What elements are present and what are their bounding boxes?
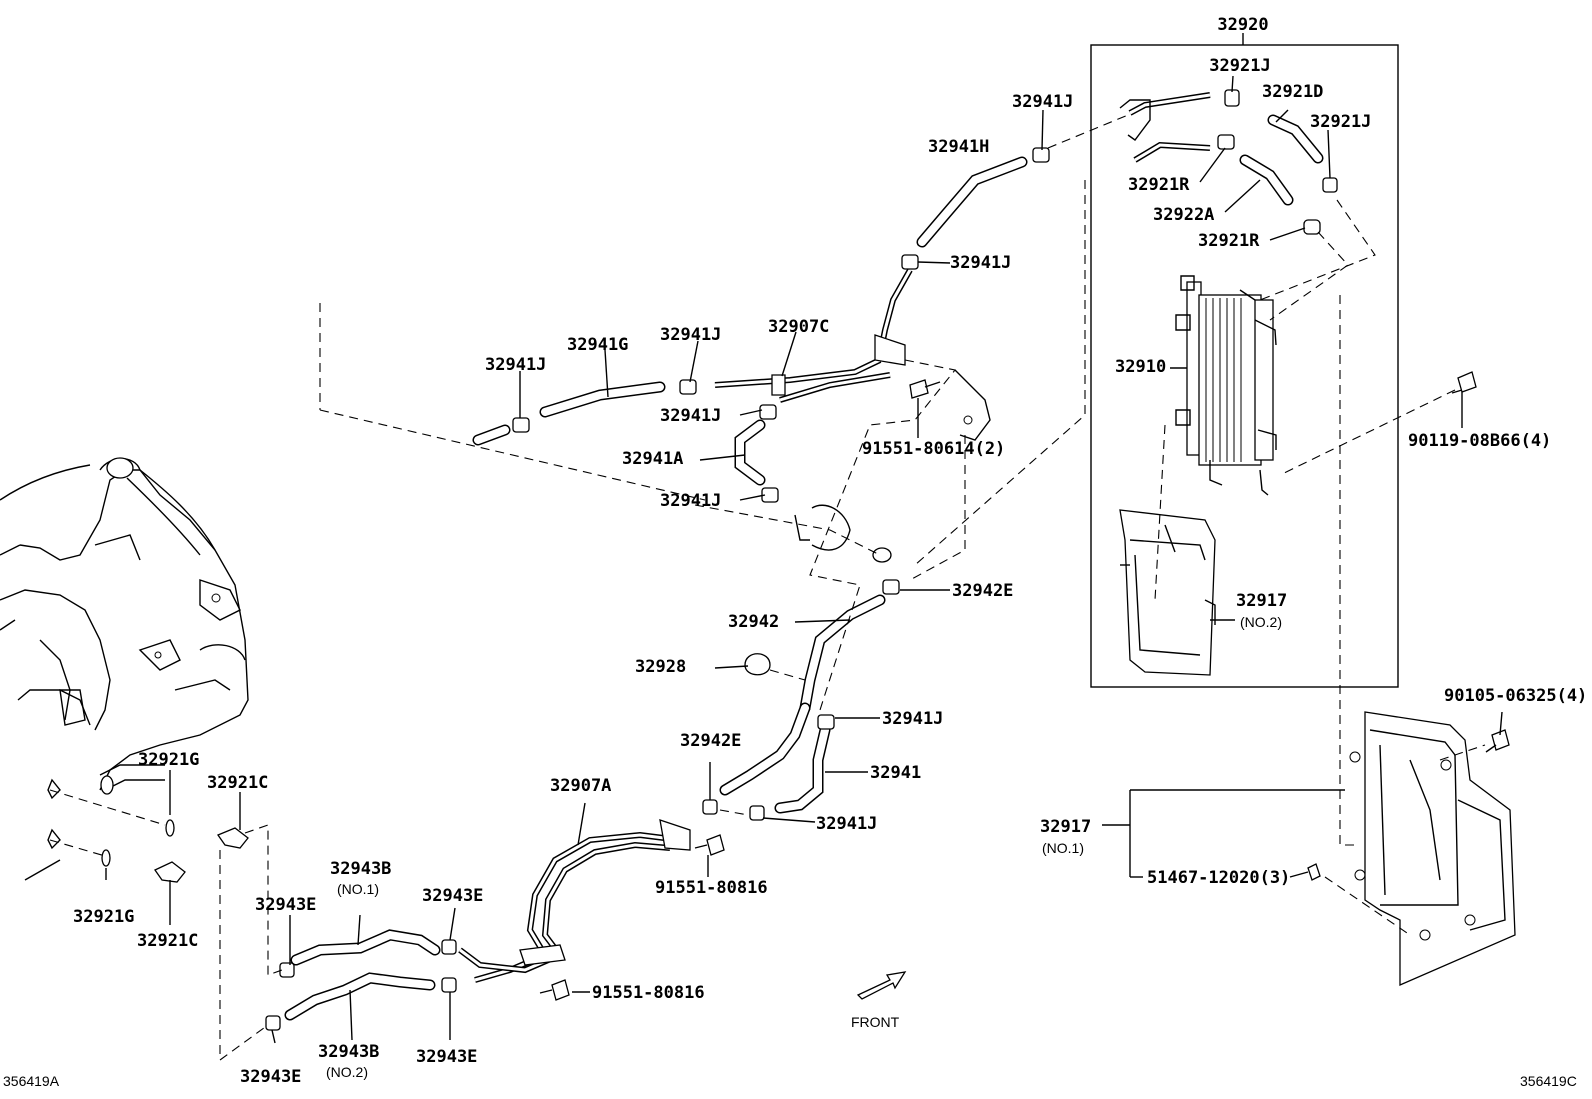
label-32928: 32928 <box>635 657 686 677</box>
label-91551-80816-b: 91551-80816 <box>592 983 705 1003</box>
ref-code-left: 356419A <box>3 1073 60 1089</box>
label-32907A: 32907A <box>550 776 611 796</box>
ref-code-right: 356419C <box>1520 1073 1577 1089</box>
label-90105-06325: 90105-06325(4) <box>1444 686 1587 706</box>
assembly-box-32920 <box>1090 33 1399 688</box>
label-32942: 32942 <box>728 612 779 632</box>
label-32907C: 32907C <box>768 317 829 337</box>
label-90119-08B66: 90119-08B66(4) <box>1408 431 1551 451</box>
label-32917-no2: 32917 <box>1236 591 1287 611</box>
label-32943B-no1: 32943B <box>330 859 391 879</box>
label-front: FRONT <box>851 1014 900 1030</box>
label-51467-12020: 51467-12020(3) <box>1147 868 1290 888</box>
label-32941J-7: 32941J <box>882 709 943 729</box>
label-32941: 32941 <box>870 763 921 783</box>
label-32920: 32920 <box>1217 15 1268 35</box>
label-32943E-b: 32943E <box>422 886 483 906</box>
label-32943B-no1-sub: (NO.1) <box>337 881 379 897</box>
label-32943E-c: 32943E <box>416 1047 477 1067</box>
label-32942E-a: 32942E <box>952 581 1013 601</box>
label-32941J-3: 32941J <box>660 325 721 345</box>
label-32921R-b: 32921R <box>1198 231 1260 251</box>
label-32921J-b: 32921J <box>1310 112 1371 132</box>
label-32941J-4: 32941J <box>485 355 546 375</box>
label-91551-80816-a: 91551-80816 <box>655 878 768 898</box>
label-32917-no1: 32917 <box>1040 817 1091 837</box>
bolts <box>154 371 1510 1001</box>
label-32910: 32910 <box>1115 357 1166 377</box>
brackets <box>794 369 991 563</box>
label-32917-no1-sub: (NO.1) <box>1042 840 1084 856</box>
label-32941J-top: 32941J <box>1012 92 1073 112</box>
oil-cooler-32910 <box>1175 275 1277 496</box>
label-32921C-b: 32921C <box>137 931 198 951</box>
leader-lines <box>105 75 1503 1044</box>
shroud-32917-no1 <box>1349 711 1516 986</box>
label-32917-no2-sub: (NO.2) <box>1240 614 1282 630</box>
label-32942E-b: 32942E <box>680 731 741 751</box>
label-32941H: 32941H <box>928 137 989 157</box>
label-32941G: 32941G <box>567 335 628 355</box>
label-91551-80614: 91551-80614(2) <box>862 439 1005 459</box>
front-arrow <box>856 971 907 1000</box>
label-32921G-b: 32921G <box>73 907 134 927</box>
label-32941J-5: 32941J <box>660 406 721 426</box>
label-32921R-a: 32921R <box>1128 175 1190 195</box>
label-32922A: 32922A <box>1153 205 1214 225</box>
part-labels: 32920 32921J 32921D 32921J 32921R 32922A… <box>3 15 1587 1089</box>
label-32941J-6: 32941J <box>660 491 721 511</box>
label-32921D: 32921D <box>1262 82 1323 102</box>
dashed-connectors <box>49 114 1486 1061</box>
label-32921C-a: 32921C <box>207 773 268 793</box>
shroud-32917-no2 <box>1119 509 1216 676</box>
clamps <box>101 89 1338 1031</box>
label-32921G-a: 32921G <box>138 750 199 770</box>
label-32943B-no2-sub: (NO.2) <box>326 1064 368 1080</box>
label-32943E-d: 32943E <box>240 1067 301 1087</box>
label-32943B-no2: 32943B <box>318 1042 379 1062</box>
label-32941J-2: 32941J <box>950 253 1011 273</box>
label-32943E-a: 32943E <box>255 895 316 915</box>
hose-lines <box>284 92 1324 1021</box>
label-32941J-8: 32941J <box>816 814 877 834</box>
transmission-housing <box>0 457 249 881</box>
label-32941A: 32941A <box>622 449 683 469</box>
label-32921J-a: 32921J <box>1209 56 1270 76</box>
